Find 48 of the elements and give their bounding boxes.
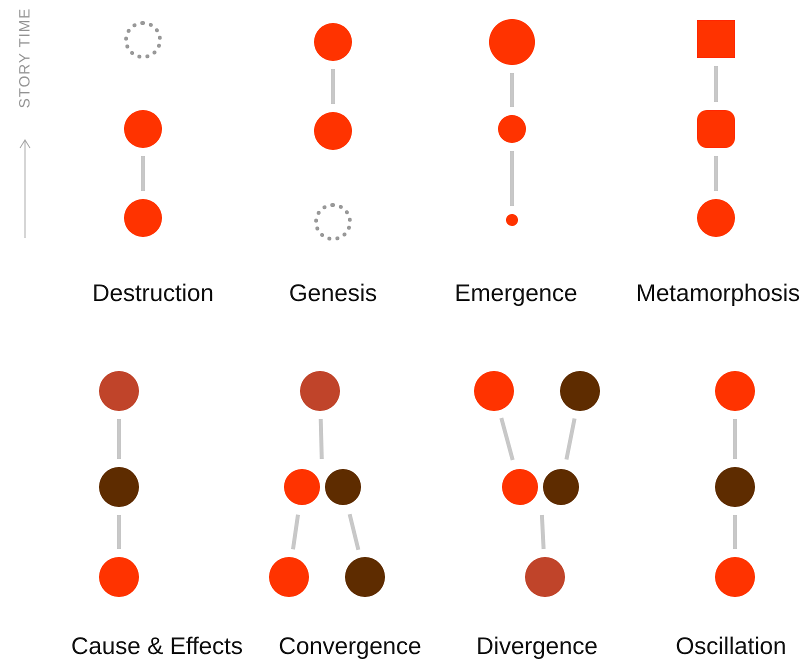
connector-line bbox=[714, 156, 718, 191]
connector-line bbox=[141, 156, 145, 191]
pattern-label: Oscillation bbox=[676, 633, 786, 661]
connector-line bbox=[540, 514, 546, 550]
connector-line bbox=[291, 514, 300, 550]
circle bbox=[498, 115, 526, 143]
pattern-label: Metamorphosis bbox=[636, 280, 800, 308]
connector-line bbox=[510, 73, 514, 107]
connector-line bbox=[714, 66, 718, 102]
circle bbox=[715, 467, 755, 507]
circle bbox=[314, 23, 352, 61]
circle bbox=[99, 371, 139, 411]
pattern-label: Divergence bbox=[476, 633, 598, 661]
circle bbox=[489, 19, 535, 65]
connector-line bbox=[348, 514, 360, 550]
connector-line bbox=[510, 151, 514, 206]
dotted-circle bbox=[314, 203, 352, 241]
circle bbox=[300, 371, 340, 411]
circle bbox=[124, 199, 162, 237]
circle bbox=[345, 557, 385, 597]
pattern-label: Convergence bbox=[278, 633, 422, 661]
circle bbox=[474, 371, 514, 411]
circle bbox=[560, 371, 600, 411]
circle bbox=[697, 199, 735, 237]
connector-line bbox=[733, 419, 737, 459]
circle bbox=[715, 371, 755, 411]
connector-line bbox=[117, 419, 121, 459]
circle bbox=[269, 557, 309, 597]
dotted-circle bbox=[124, 21, 162, 59]
circle bbox=[99, 467, 139, 507]
pattern-label: Cause & Effects bbox=[71, 633, 243, 661]
circle bbox=[314, 112, 352, 150]
connector-line bbox=[733, 515, 737, 549]
pattern-label: Destruction bbox=[92, 280, 214, 308]
pattern-label: Emergence bbox=[454, 280, 578, 308]
circle bbox=[525, 557, 565, 597]
circle bbox=[506, 214, 518, 226]
pattern-label: Genesis bbox=[288, 280, 378, 308]
connector-line bbox=[318, 418, 324, 460]
circle bbox=[124, 110, 162, 148]
connector-line bbox=[564, 418, 577, 460]
connector-line bbox=[117, 515, 121, 549]
square bbox=[697, 20, 735, 58]
connector-line bbox=[331, 69, 335, 104]
circle bbox=[715, 557, 755, 597]
axis-label: STORY TIME bbox=[16, 8, 34, 108]
connector-line bbox=[499, 418, 515, 460]
circle bbox=[99, 557, 139, 597]
